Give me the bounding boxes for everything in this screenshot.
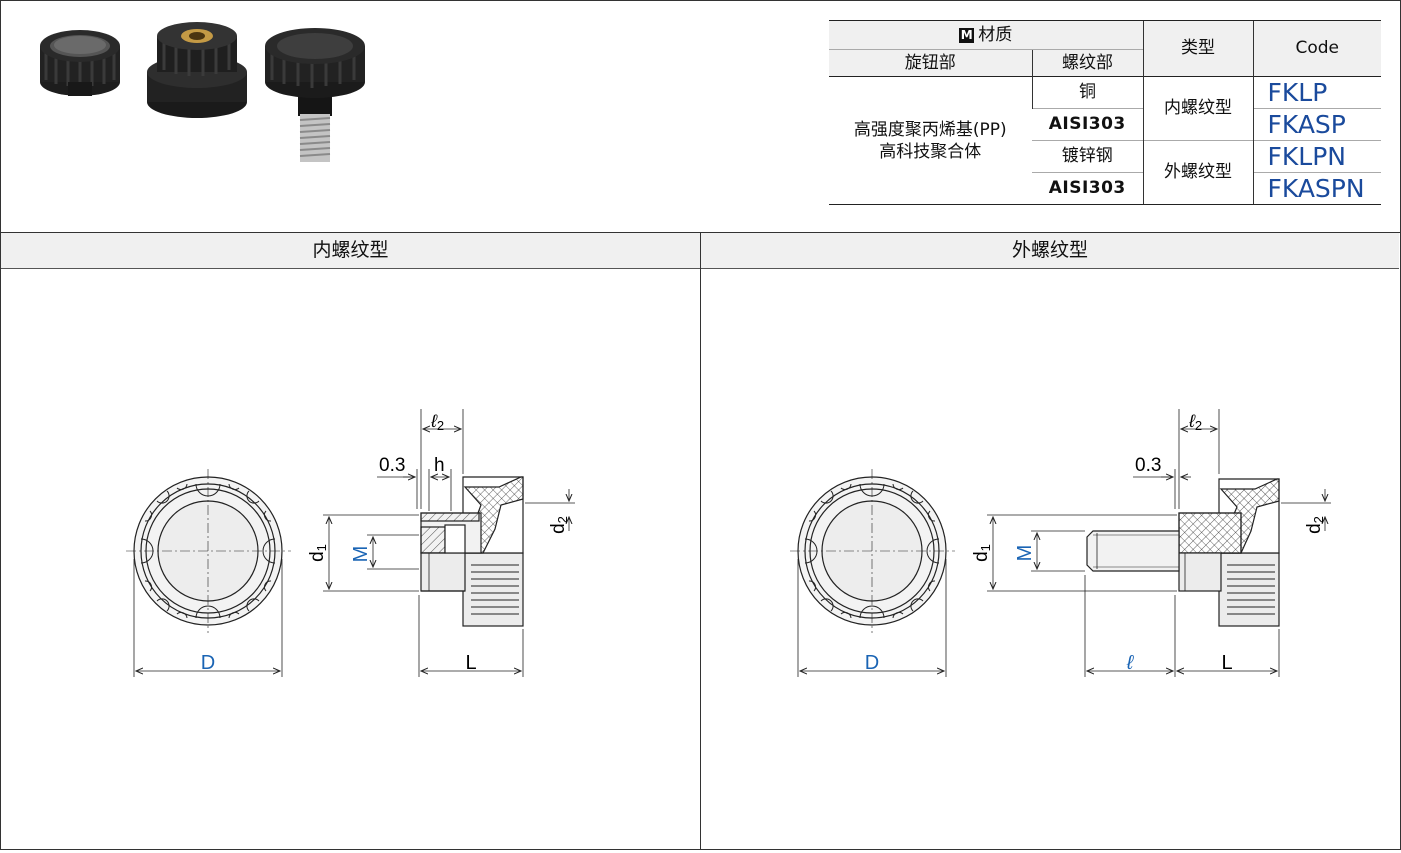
knob-material-cell: 高强度聚丙烯基(PP) 高科技聚合体	[829, 76, 1032, 205]
drawing-internal-thread: D	[1, 269, 700, 849]
knob-part-header: 旋钮部	[829, 49, 1032, 77]
thread-part-header: 螺纹部	[1031, 49, 1143, 77]
knob-photo-internal-closed	[40, 30, 120, 96]
knob-photo-external-thread	[265, 28, 365, 162]
thread-material-2: 镀锌钢	[1032, 140, 1143, 173]
dim-label-d2: d2	[548, 516, 570, 534]
side-dims-external	[987, 409, 1331, 677]
panel-title-external: 外螺纹型	[701, 233, 1399, 269]
dim-label-l-ext: ℓ	[1126, 652, 1135, 674]
thread-material-0: 铜	[1031, 76, 1143, 109]
dim-label-D-ext: D	[865, 652, 879, 674]
knob-material-line1: 高强度聚丙烯基(PP)	[853, 119, 1007, 140]
type-header: 类型	[1142, 20, 1253, 77]
dim-label-h: h	[434, 455, 445, 476]
dim-label-L-ext: L	[1221, 652, 1232, 674]
dimension-D	[133, 559, 283, 677]
side-view-external	[1086, 478, 1280, 627]
panel-title-internal: 内螺纹型	[1, 233, 701, 269]
material-badge-icon: M	[959, 27, 975, 43]
knob-material-line2: 高科技聚合体	[879, 141, 982, 162]
material-header: 材质	[978, 24, 1013, 45]
front-view-external	[790, 469, 955, 633]
side-view-internal	[420, 476, 524, 627]
front-view-internal	[126, 469, 291, 633]
thread-material-3: AISI303	[1032, 172, 1143, 205]
side-dims-internal	[323, 409, 575, 677]
dim-label-clearance-ext: 0.3	[1135, 455, 1161, 476]
panel-divider	[700, 233, 701, 849]
dim-label-d1: d1	[307, 544, 329, 562]
knob-photo-brass-insert	[147, 22, 247, 118]
thread-material-1: AISI303	[1032, 108, 1143, 141]
dim-label-d1-ext: d1	[971, 544, 993, 562]
dim-label-l2: ℓ2	[430, 411, 444, 433]
dim-label-L: L	[465, 652, 476, 674]
code-header: Code	[1252, 20, 1381, 77]
dim-label-M: M	[350, 546, 372, 563]
dim-label-l2-ext: ℓ2	[1188, 411, 1202, 433]
code-link-fkaspn[interactable]: FKASPN	[1252, 172, 1381, 205]
type-internal: 内螺纹型	[1142, 76, 1253, 141]
dim-label-d2-ext: d2	[1304, 516, 1326, 534]
drawing-external-thread: D	[701, 269, 1400, 849]
code-link-fklp[interactable]: FKLP	[1252, 76, 1381, 109]
dim-label-clearance: 0.3	[379, 455, 405, 476]
type-external: 外螺纹型	[1142, 140, 1253, 205]
code-link-fklpn[interactable]: FKLPN	[1252, 140, 1381, 173]
dimension-D-ext	[797, 559, 947, 677]
code-link-fkasp[interactable]: FKASP	[1252, 108, 1381, 141]
dim-label-D: D	[201, 652, 215, 674]
dim-label-M-ext: M	[1014, 545, 1036, 562]
